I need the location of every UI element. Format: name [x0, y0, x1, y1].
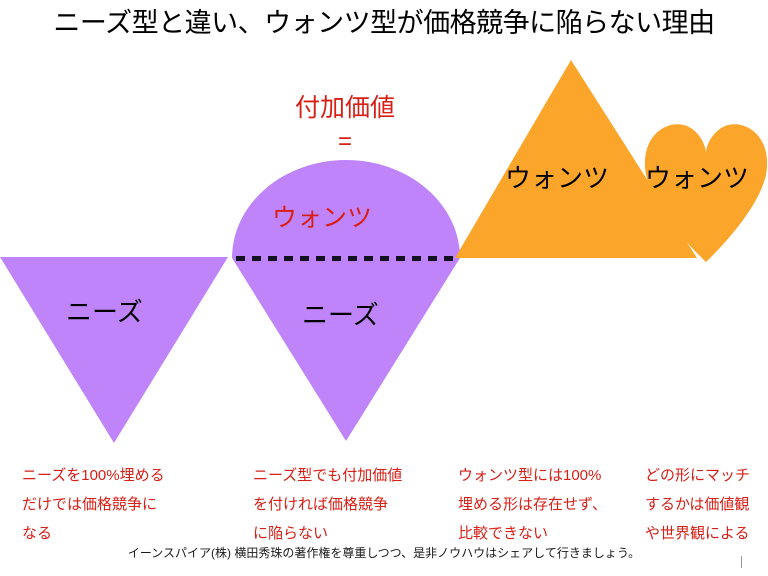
caption-line: 埋める形は存在せず、 [458, 496, 607, 513]
caption-line: どの形にマッチ [645, 467, 751, 484]
shape-label-wants-heart: ウォンツ [645, 163, 750, 193]
caption-line: を付ければ価格競争 [253, 496, 389, 513]
caption-line: ニーズを100%埋める [22, 467, 165, 484]
footer-divider [0, 540, 768, 541]
caption-line: や世界観による [645, 525, 750, 542]
caption-line: ニーズ型でも付加価値 [253, 467, 403, 484]
corner-marker [741, 556, 742, 568]
caption-line: ウォンツ型には100% [458, 467, 602, 484]
shape-label-needs-middle: ニーズ [302, 300, 379, 330]
caption-needs-with-value: ニーズ型でも付加価値 を付ければ価格競争 に陥らない [253, 461, 468, 548]
caption-line: に陥らない [253, 525, 329, 542]
added-value-block: 付加価値 = [255, 90, 435, 157]
caption-line: するかは価値観 [645, 496, 750, 513]
caption-wants-heart: どの形にマッチ するかは価値観 や世界観による [645, 461, 768, 548]
needs-inverted-triangle-2-icon [232, 258, 460, 441]
shape-label-wants-triangle: ウォンツ [505, 163, 610, 193]
shape-label-wants-dome: ウォンツ [272, 204, 373, 232]
wants-triangle-icon [455, 60, 697, 258]
caption-needs-triangle: ニーズを100%埋める だけでは価格競争に なる [22, 461, 237, 548]
equals-sign: = [337, 128, 352, 155]
needs-inverted-triangle-icon [0, 257, 228, 443]
wants-dome-icon [232, 160, 460, 258]
caption-line: なる [22, 525, 53, 542]
wants-heart-icon [644, 124, 768, 262]
shape-label-needs-left: ニーズ [66, 297, 143, 327]
caption-line: だけでは価格競争に [22, 496, 158, 513]
page-title: ニーズ型と違い、ウォンツ型が価格競争に陥らない理由 [53, 8, 715, 38]
caption-line: 比較できない [458, 525, 549, 542]
footer-copyright-note: イーンスパイア(株) 横田秀珠の著作権を尊重しつつ、是非ノウハウはシェアして行き… [127, 546, 641, 560]
caption-wants-triangle: ウォンツ型には100% 埋める形は存在せず、 比較できない [458, 461, 643, 548]
added-value-label: 付加価値 [294, 94, 395, 122]
